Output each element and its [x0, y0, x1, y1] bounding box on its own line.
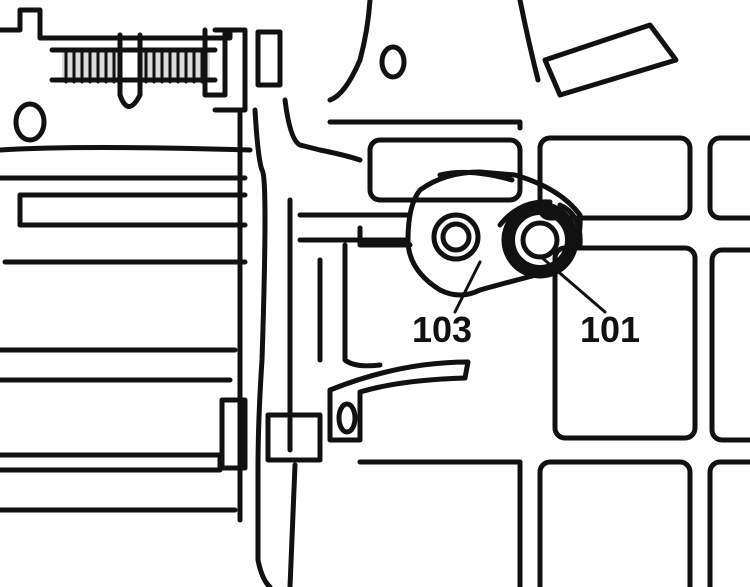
leader-line-101 — [538, 254, 607, 314]
threaded-bolt-assembly — [0, 7, 283, 143]
upper-casting — [327, 0, 679, 131]
callout-label-101: 101 — [580, 309, 641, 350]
bolt-thread-left — [62, 48, 120, 84]
rod-pin — [336, 401, 358, 435]
bolt-103 — [431, 212, 481, 262]
bolt-thread-right — [142, 48, 210, 84]
housing-left-ribs — [0, 107, 253, 523]
central-wall — [252, 97, 363, 587]
rib-grid — [342, 135, 750, 587]
nut-101 — [497, 199, 583, 279]
leader-line-103 — [453, 260, 482, 314]
callout-label-103: 103 — [412, 309, 473, 350]
lever-plate — [405, 169, 583, 298]
bolt-head-left — [13, 101, 47, 143]
shift-rod — [297, 212, 471, 443]
